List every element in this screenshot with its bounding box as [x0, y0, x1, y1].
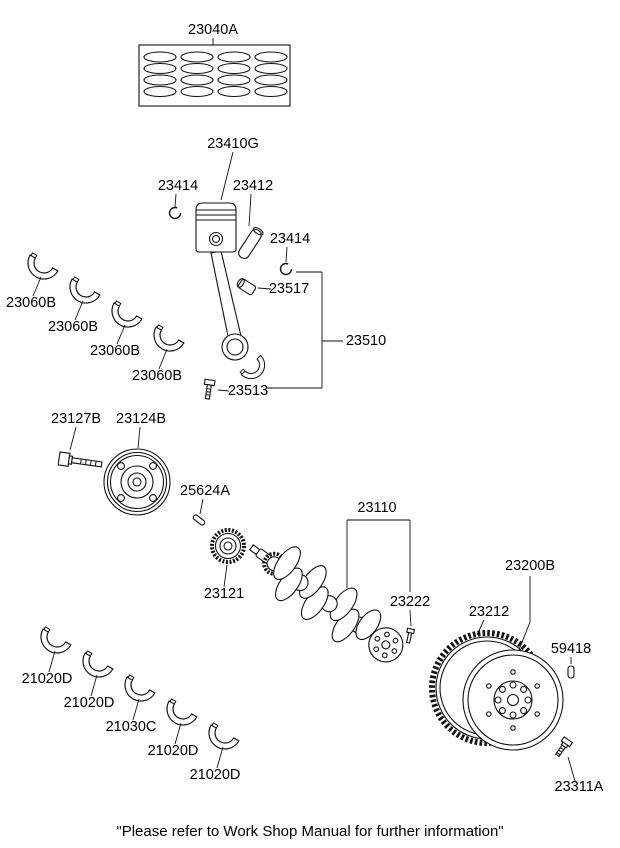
connecting-rod [210, 250, 271, 385]
label-crankshaft: 23110 [357, 500, 396, 516]
label-flywheel-bolt: 23311A [555, 779, 604, 795]
flywheel-bolt: 23311A [555, 736, 604, 795]
label-rod-bearing-2: 23060B [48, 319, 98, 335]
main-bearing-3: 21030C [106, 673, 157, 735]
crankshaft-pulley: 23124B [103, 411, 171, 516]
main-bearing-1: 21020D [22, 625, 73, 687]
ring-stacks [143, 51, 288, 98]
rod-bearing-2: 23060B [48, 275, 102, 335]
rod-bolt: 23513 [203, 378, 268, 400]
rod-bearing-3: 23060B [90, 299, 144, 359]
rod-cap [239, 353, 271, 385]
label-main-bearing-1: 21020D [22, 671, 73, 687]
piston-pin: 23412 [233, 178, 273, 260]
label-crankshaft-sprocket: 23121 [204, 586, 244, 602]
crankshaft: 23110 [248, 500, 411, 663]
label-rod-bearing-3: 23060B [90, 343, 140, 359]
label-pulley-bolt: 23127B [51, 411, 101, 427]
rod-bushing: 23517 [236, 278, 309, 297]
main-bearing-5: 21020D [190, 721, 241, 783]
label-dowel-pin: 59418 [551, 641, 591, 657]
flywheel: 23200B [462, 558, 564, 751]
snap-ring-right: 23414 [270, 231, 310, 276]
label-woodruff-key: 25624A [180, 483, 230, 499]
main-bearings: 21020D 21020D 21030C 21020D 21020D [22, 625, 241, 783]
piston-ring-set: 23040A [138, 22, 291, 107]
rod-bearings: 23060B 23060B 23060B 23060B [6, 251, 186, 384]
label-piston-pin: 23412 [233, 178, 273, 194]
label-main-bearing-5: 21020D [190, 767, 241, 783]
crankshaft-sprocket: 23121 [204, 528, 246, 602]
main-bearing-4: 21020D [148, 697, 199, 759]
label-main-bearing-3: 21030C [106, 719, 157, 735]
label-piston-assembly: 23410G [207, 136, 259, 152]
label-rod-bolt: 23513 [228, 383, 268, 399]
snap-ring-left: 23414 [158, 178, 198, 220]
dowel-pin: 59418 [551, 641, 591, 679]
label-pilot-bolt: 23222 [390, 594, 430, 610]
label-main-bearing-4: 21020D [148, 743, 199, 759]
footer-note: "Please refer to Work Shop Manual for fu… [116, 823, 503, 840]
connecting-rod-callout: 23510 [266, 271, 386, 389]
woodruff-key: 25624A [180, 483, 230, 526]
main-bearing-2: 21020D [64, 649, 115, 711]
pulley-bolt: 23127B [51, 411, 103, 468]
label-snap-ring-left: 23414 [158, 178, 198, 194]
label-snap-ring-right: 23414 [270, 231, 310, 247]
label-rod-bushing: 23517 [269, 281, 309, 297]
pilot-bolt: 23222 [390, 594, 430, 644]
label-rod-bearing-1: 23060B [6, 295, 56, 311]
label-piston-ring-set: 23040A [188, 22, 238, 38]
label-flywheel: 23200B [505, 558, 555, 574]
label-connecting-rod: 23510 [346, 333, 386, 349]
rod-bearing-1: 23060B [6, 251, 60, 311]
rod-bearing-4: 23060B [132, 323, 186, 384]
label-rod-bearing-4: 23060B [132, 368, 182, 384]
label-main-bearing-2: 21020D [64, 695, 115, 711]
label-crankshaft-pulley: 23124B [116, 411, 166, 427]
piston-assembly: 23410G 23414 23412 [158, 136, 386, 400]
label-ring-gear: 23212 [469, 604, 509, 620]
piston [195, 202, 237, 253]
